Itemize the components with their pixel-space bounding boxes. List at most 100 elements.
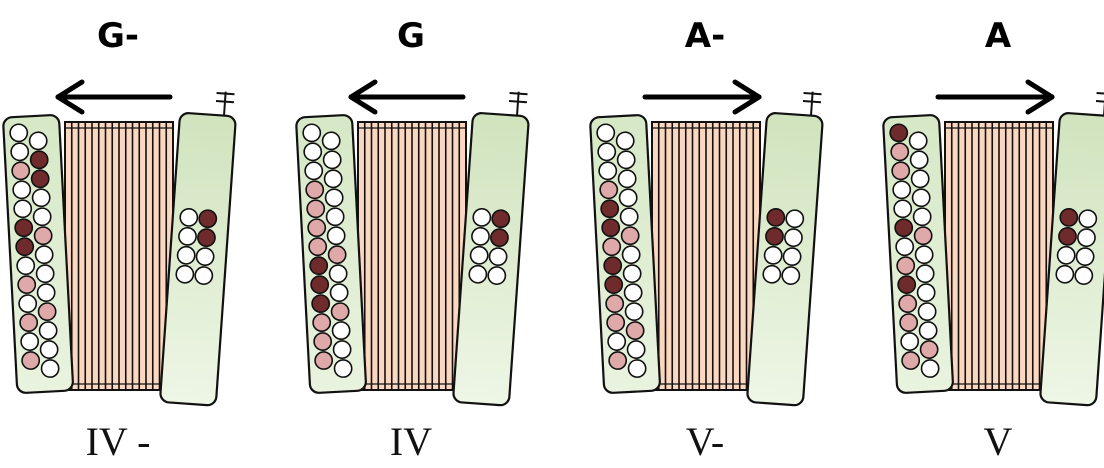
accordion-button: [622, 264, 642, 284]
chord-title: A-: [685, 16, 725, 56]
right-button-board: [746, 91, 824, 407]
accordion-button: [623, 283, 643, 303]
accordion-button: [305, 180, 325, 200]
accordion-button: [309, 256, 329, 276]
right-button-board: [1039, 91, 1104, 407]
accordion-button: [912, 207, 932, 227]
left-button-board: [589, 114, 661, 394]
accordion-button: [325, 207, 345, 227]
accordion-button: [304, 161, 324, 181]
accordion-button: [16, 256, 36, 276]
accordion-button: [40, 359, 60, 378]
accordion-button: [601, 218, 621, 238]
air-valve-bar: [215, 100, 235, 104]
accordion-button: [608, 351, 628, 370]
air-valve-bar: [802, 100, 822, 104]
accordion-button: [918, 321, 938, 340]
accordion-button: [598, 161, 618, 181]
accordion-button: [38, 321, 58, 340]
accordion-button: [328, 264, 348, 284]
air-valve-bar: [508, 100, 528, 104]
accordion-button: [326, 226, 346, 246]
accordion-button: [13, 199, 33, 219]
accordion-button: [303, 142, 323, 162]
accordion-button: [194, 266, 214, 285]
accordion-button: [31, 188, 51, 208]
left-button-board: [2, 114, 74, 394]
arrow-head-icon: [348, 79, 378, 115]
accordion-button: [624, 302, 644, 322]
accordion-button: [14, 218, 34, 238]
arrow-head-icon: [55, 79, 85, 115]
accordion-button: [33, 226, 53, 246]
accordion-button: [330, 302, 350, 322]
accordion-button: [17, 275, 37, 295]
accordion-button: [899, 313, 919, 332]
accordion-button: [889, 123, 909, 143]
arrow-head-icon: [732, 79, 762, 115]
accordion-button: [765, 226, 784, 246]
accordion-button: [782, 247, 802, 267]
accordion-button: [195, 247, 215, 267]
accordion-button: [621, 245, 641, 265]
accordion-button: [307, 218, 327, 238]
accordion-button: [39, 340, 59, 359]
accordion-button: [1077, 228, 1096, 248]
accordion-button: [314, 351, 334, 370]
accordion-body: [882, 79, 1104, 407]
accordion-button: [10, 142, 30, 162]
accordion-button: [21, 351, 41, 370]
accordion-button: [19, 313, 39, 332]
accordion-button: [900, 332, 920, 351]
accordion-button: [323, 169, 343, 189]
accordion-diagram-4: A V: [882, 16, 1104, 464]
accordion-button: [781, 266, 801, 285]
accordion-button: [28, 131, 48, 151]
accordion-body: [589, 79, 824, 407]
accordion-button: [312, 313, 332, 332]
accordion-button: [920, 359, 940, 378]
accordion-button: [605, 294, 625, 314]
left-button-board: [882, 114, 954, 394]
accordion-button: [762, 264, 782, 284]
air-valve-bar: [216, 92, 235, 96]
accordion-button: [617, 169, 637, 189]
accordion-diagram-1: G- IV -: [2, 16, 237, 464]
roman-numeral-label: V-: [686, 419, 725, 464]
accordion-button: [178, 226, 197, 246]
accordion-button: [35, 264, 55, 284]
accordion-button: [9, 123, 29, 143]
accordion-button: [313, 332, 333, 351]
accordion-button: [596, 123, 616, 143]
accordion-button: [11, 161, 31, 181]
accordion-button: [897, 275, 917, 295]
accordion-button: [1059, 207, 1079, 227]
accordion-button: [766, 207, 786, 227]
accordion-button: [615, 131, 635, 151]
air-valve-stem: [516, 91, 520, 116]
accordion-button: [34, 245, 54, 265]
accordion-button: [1074, 266, 1094, 285]
arrow-head-icon: [1025, 79, 1055, 115]
accordion-button: [1078, 209, 1098, 229]
accordion-button: [488, 247, 508, 267]
accordion-button: [32, 207, 52, 227]
accordion-button: [898, 294, 918, 314]
accordion-button: [490, 228, 509, 248]
accordion-button: [311, 294, 331, 314]
accordion-button: [302, 123, 322, 143]
accordion-button: [914, 245, 934, 265]
accordion-button: [175, 264, 195, 284]
accordion-button: [894, 218, 914, 238]
accordion-button: [915, 264, 935, 284]
air-valve-bar: [803, 92, 822, 96]
accordion-button: [333, 359, 353, 378]
chord-title: G-: [97, 16, 139, 56]
accordion-button: [606, 313, 626, 332]
chord-title: A: [985, 16, 1012, 56]
accordion-button: [37, 302, 57, 322]
accordion-button: [763, 245, 783, 265]
accordion-button: [306, 199, 326, 219]
accordion-button: [896, 256, 916, 276]
accordion-button: [913, 226, 933, 246]
